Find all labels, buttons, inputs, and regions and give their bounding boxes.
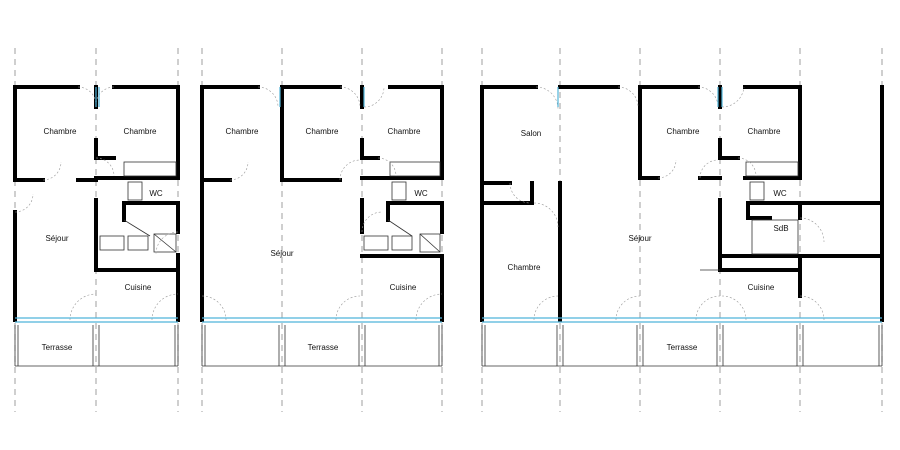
plan-3-windows: [482, 87, 882, 323]
room-label: WC: [414, 189, 428, 198]
plan-1-terrace: [14, 325, 179, 367]
room-label: Cuisine: [390, 283, 417, 292]
plan-1: Chambre Chambre WC Séjour Cuisine Terras…: [13, 85, 180, 367]
plan-3: Salon Chambre Chambre Chambre WC SdB Séj…: [480, 85, 884, 367]
room-label: Chambre: [748, 127, 781, 136]
plan-2-walls: [200, 85, 444, 322]
room-label: Cuisine: [125, 283, 152, 292]
room-label: Séjour: [45, 234, 68, 243]
room-label: Séjour: [270, 249, 293, 258]
room-label: Cuisine: [748, 283, 775, 292]
room-label: Chambre: [44, 127, 77, 136]
plan-1-windows: [15, 87, 178, 323]
room-label: Terrasse: [667, 343, 698, 352]
plan-2-fixtures: [363, 161, 441, 253]
plan-2-windows: [202, 87, 442, 323]
plan-2-labels: Chambre Chambre Chambre WC Séjour Cuisin…: [226, 127, 428, 352]
room-label: WC: [773, 189, 787, 198]
room-label: Terrasse: [308, 343, 339, 352]
room-label: Salon: [521, 129, 541, 138]
plan-3-fixtures: [700, 161, 799, 271]
plan-2-doors: [201, 86, 443, 321]
room-label: Séjour: [628, 234, 651, 243]
room-label: Terrasse: [42, 343, 73, 352]
room-label: Chambre: [226, 127, 259, 136]
plan-3-doors: [509, 86, 825, 321]
plan-1-fixtures: [99, 161, 177, 253]
plan-1-walls: [13, 85, 180, 322]
plan-3-terrace: [481, 325, 883, 367]
plan-3-labels: Salon Chambre Chambre Chambre WC SdB Séj…: [508, 127, 789, 352]
room-label: Chambre: [667, 127, 700, 136]
plan-2-terrace: [201, 325, 443, 367]
room-label: WC: [149, 189, 163, 198]
room-label: SdB: [773, 224, 788, 233]
room-label: Chambre: [306, 127, 339, 136]
plan-3-walls: [480, 85, 884, 322]
room-label: Chambre: [124, 127, 157, 136]
plan-1-labels: Chambre Chambre WC Séjour Cuisine Terras…: [42, 127, 163, 352]
room-label: Chambre: [508, 263, 541, 272]
room-label: Chambre: [388, 127, 421, 136]
plan-2: Chambre Chambre Chambre WC Séjour Cuisin…: [200, 85, 444, 367]
